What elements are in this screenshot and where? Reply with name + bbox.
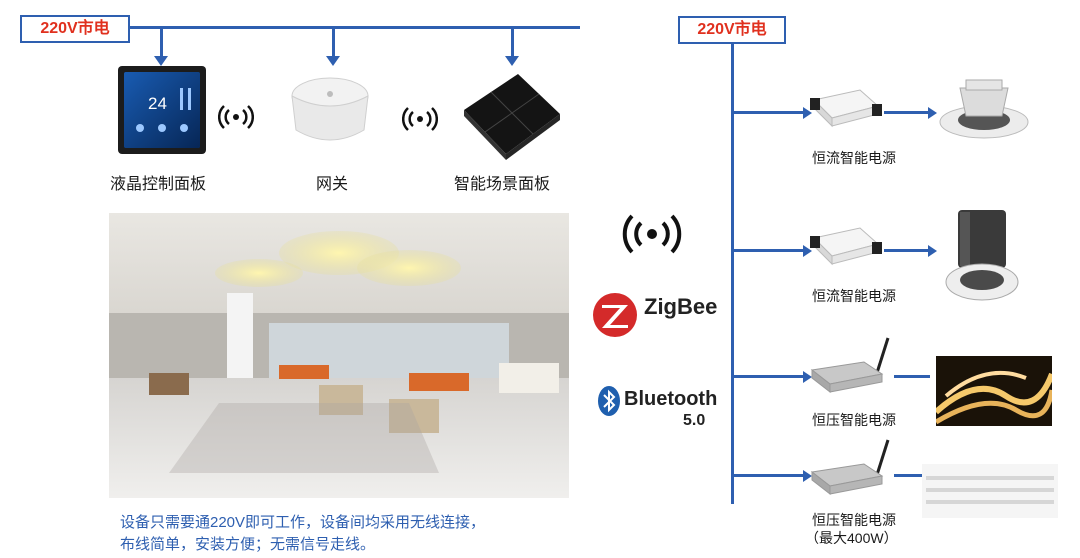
- spotlight-2-icon: [944, 210, 1020, 304]
- branch-wire-4: [733, 474, 805, 477]
- drop-wire-scene: [511, 28, 514, 58]
- lcd-screen-value: 24: [148, 94, 167, 113]
- drop-arrow-lcd: [154, 56, 168, 66]
- scene-panel-device: [456, 70, 566, 160]
- bluetooth-logo-text: Bluetooth: [624, 388, 718, 410]
- branch-arrow-2: [803, 245, 812, 257]
- drop-wire-gateway: [332, 28, 335, 58]
- branch-arrow-3: [803, 371, 812, 383]
- wireless-icon-2: [402, 106, 438, 132]
- led-strip-image-3: [936, 356, 1052, 426]
- driver-3-label: 恒压智能电源: [812, 412, 896, 428]
- branch-arrow-4: [803, 470, 812, 482]
- wireless-icon-large: [622, 214, 682, 254]
- branch-wire-2: [733, 249, 805, 252]
- driver-1-device: [810, 86, 882, 132]
- lcd-panel-label: 液晶控制面板: [110, 176, 207, 193]
- light-wire-3: [894, 375, 930, 378]
- mains-bus-left: [130, 26, 580, 29]
- caption-line-1: 设备只需要通220V即可工作，设备间均采用无线连接，: [120, 514, 486, 531]
- branch-wire-3: [733, 375, 805, 378]
- bluetooth-logo-icon: [598, 386, 620, 416]
- driver-4-sublabel: （最大400W）: [805, 530, 898, 546]
- light-wire-4: [894, 474, 922, 477]
- branch-arrow-1: [803, 107, 812, 119]
- branch-wire-1: [733, 111, 805, 114]
- drop-arrow-gateway: [326, 56, 340, 66]
- driver-3-device: [810, 336, 894, 398]
- zigbee-logo-icon: [592, 292, 638, 338]
- lcd-control-panel: 24: [118, 66, 206, 154]
- mains-bus-right: [731, 44, 734, 504]
- driver-4-device: [810, 438, 894, 500]
- scene-panel-label: 智能场景面板: [454, 176, 551, 193]
- interior-scene-image: [109, 213, 569, 498]
- led-bar-image-4: [922, 464, 1058, 518]
- caption-line-2: 布线简单，安装方便；无需信号走线。: [120, 536, 376, 553]
- wireless-icon-1: [218, 104, 254, 130]
- mains-label-left: 220V市电: [20, 15, 130, 43]
- light-wire-1: [884, 111, 930, 114]
- zigbee-logo-text: ZigBee: [644, 294, 718, 319]
- driver-2-label: 恒流智能电源: [812, 288, 896, 304]
- downlight-1-icon: [938, 78, 1030, 144]
- light-arrow-2: [928, 245, 937, 257]
- driver-2-device: [810, 224, 882, 270]
- bluetooth-version: 5.0: [683, 412, 706, 429]
- drop-wire-lcd: [160, 28, 163, 58]
- gateway-device: [290, 74, 370, 146]
- driver-1-label: 恒流智能电源: [812, 150, 896, 166]
- light-wire-2: [884, 249, 930, 252]
- light-arrow-1: [928, 107, 937, 119]
- driver-4-label: 恒压智能电源: [812, 512, 896, 528]
- gateway-label: 网关: [316, 176, 349, 193]
- drop-arrow-scene: [505, 56, 519, 66]
- mains-label-right: 220V市电: [678, 16, 786, 44]
